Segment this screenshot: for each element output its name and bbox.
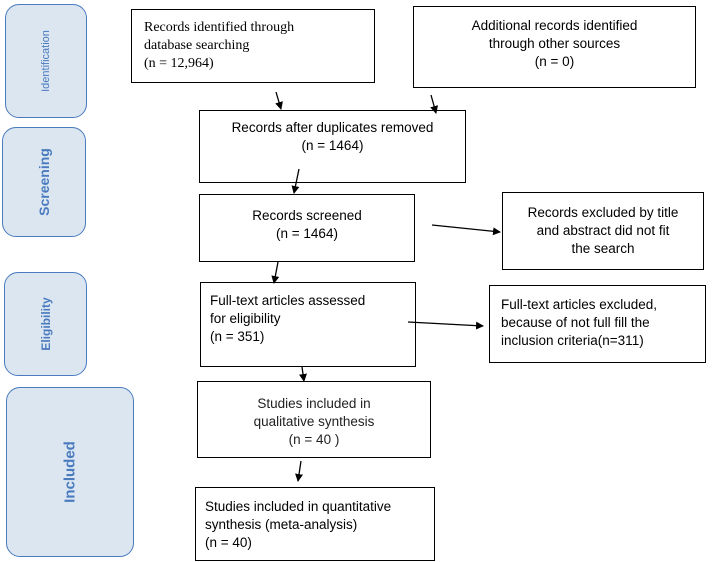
box-records-excluded-line: the search (571, 241, 635, 256)
arrow-qualitative-to-quantitative (295, 460, 303, 482)
box-records-screened-line: Records screened (252, 208, 362, 223)
box-duplicates-removed: Records after duplicates removed (n = 14… (199, 110, 466, 183)
box-quantitative: Studies included in quantitative synthes… (195, 487, 435, 561)
stage-screening: Screening (2, 127, 86, 237)
box-qualitative-line: (n = 40 ) (288, 432, 340, 447)
box-qualitative-line: Studies included in (257, 396, 371, 411)
arrow-screened-to-excluded (431, 224, 501, 236)
box-fulltext-excluded-line: inclusion criteria(n=311) (501, 333, 644, 348)
box-qualitative-line: qualitative synthesis (253, 414, 375, 429)
box-database-records-line: database searching (144, 38, 250, 53)
box-database-records-line: (n = 12,964) (144, 56, 214, 71)
box-other-records-line: (n = 0) (534, 54, 575, 69)
arrow-fulltext-to-qualitative (299, 366, 307, 382)
box-quantitative-line: synthesis (meta-analysis) (205, 517, 358, 532)
box-records-excluded-line: and abstract did not fit (536, 223, 670, 238)
arrow-database-to-duplicates (275, 91, 283, 110)
box-database-records-line: Records identified through (144, 20, 295, 35)
box-fulltext-assessed-line: (n = 351) (210, 329, 265, 344)
arrow-fulltext-to-excluded (407, 321, 484, 330)
box-fulltext-excluded-line: because of not full fill the (501, 315, 650, 330)
box-fulltext-assessed: Full-text articles assessed for eligibil… (200, 282, 416, 367)
box-records-excluded-line: Records excluded by title (527, 205, 679, 220)
box-fulltext-excluded: Full-text articles excluded, because of … (489, 285, 706, 363)
box-fulltext-assessed-line: Full-text articles assessed (210, 293, 366, 308)
arrow-duplicates-to-screened (291, 168, 300, 194)
box-other-records-line: Additional records identified (471, 18, 638, 33)
box-database-records: Records identified through database sear… (131, 9, 375, 83)
box-quantitative-line: Studies included in quantitative (205, 499, 392, 514)
box-fulltext-assessed-line: for eligibility (210, 311, 281, 326)
stage-included: Included (6, 387, 134, 557)
stage-identification: Identification (5, 4, 87, 118)
box-records-screened-line: (n = 1464) (276, 226, 338, 241)
box-duplicates-removed-line: Records after duplicates removed (231, 120, 434, 135)
arrow-other-to-duplicates (430, 94, 438, 114)
stage-eligibility: Eligibility (4, 272, 87, 376)
box-other-records-line: through other sources (488, 36, 621, 51)
box-records-screened: Records screened (n = 1464) (199, 194, 415, 262)
box-records-excluded: Records excluded by title and abstract d… (502, 192, 704, 270)
arrow-screened-to-fulltext (271, 261, 280, 284)
box-duplicates-removed-line: (n = 1464) (301, 138, 364, 153)
box-quantitative-line: (n = 40) (205, 535, 252, 550)
box-qualitative: Studies included in qualitative synthesi… (197, 381, 431, 458)
box-other-records: Additional records identified through ot… (413, 6, 696, 88)
box-fulltext-excluded-line: Full-text articles excluded, (501, 297, 658, 312)
